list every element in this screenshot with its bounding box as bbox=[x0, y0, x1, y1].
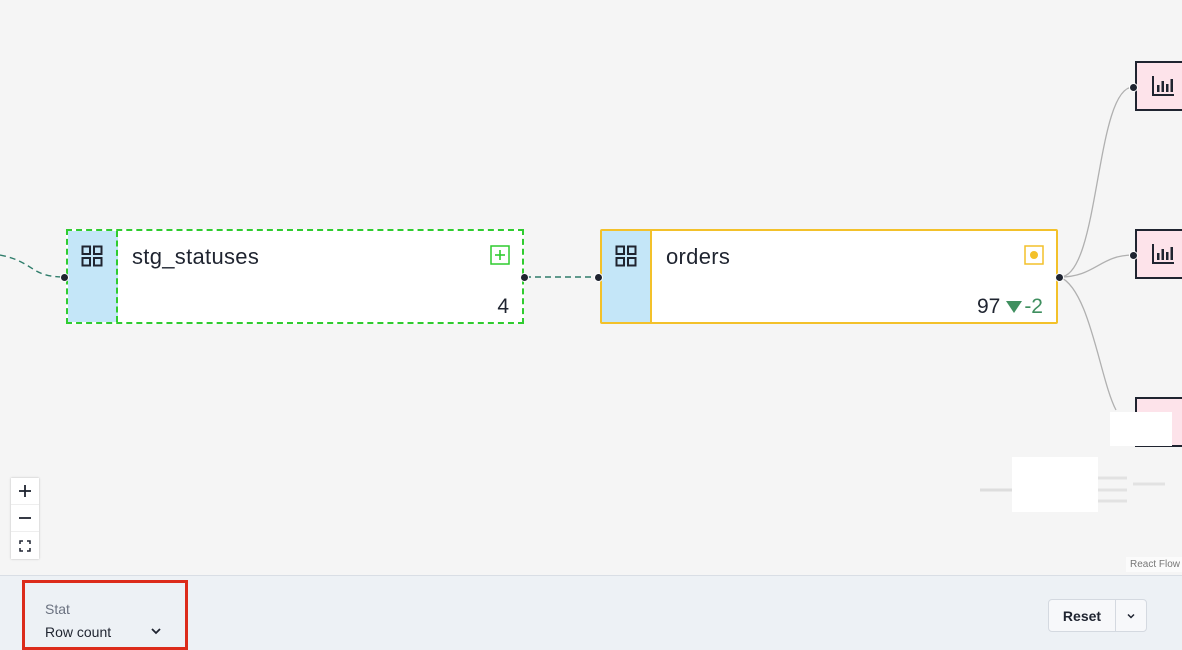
lineage-canvas[interactable]: stg_statuses 4 orders bbox=[0, 0, 1182, 575]
node-title: stg_statuses bbox=[132, 244, 260, 269]
plus-square-icon bbox=[490, 245, 510, 265]
stat-select-value: Row count bbox=[45, 624, 112, 640]
row-count-value: 97 -2 bbox=[976, 295, 1043, 319]
row-count-value: 4 bbox=[497, 295, 509, 318]
model-icon-box bbox=[602, 231, 652, 322]
reset-button[interactable]: Reset bbox=[1049, 600, 1116, 631]
edge-orders-to-report-2 bbox=[1059, 254, 1134, 278]
edge-upstream-to-stg bbox=[0, 254, 65, 278]
triangle-down-icon bbox=[1006, 301, 1023, 313]
zoom-out-button[interactable] bbox=[11, 505, 39, 532]
bottom-toolbar: Stat Row count Reset bbox=[0, 575, 1182, 650]
react-flow-attribution[interactable]: React Flow bbox=[1125, 557, 1182, 572]
fit-view-icon bbox=[19, 539, 31, 552]
reset-button-group: Reset bbox=[1048, 599, 1147, 632]
chevron-down-icon bbox=[1127, 613, 1135, 619]
row-count-delta: -2 bbox=[1006, 295, 1043, 319]
edge-orders-to-report-3 bbox=[1059, 276, 1117, 411]
plus-icon bbox=[19, 485, 31, 497]
fit-view-button[interactable] bbox=[11, 532, 39, 559]
reset-menu-button[interactable] bbox=[1116, 600, 1146, 631]
model-node-orders[interactable]: orders 97 -2 bbox=[600, 229, 1058, 324]
edge-orders-to-report-1 bbox=[1059, 86, 1134, 278]
zoom-in-button[interactable] bbox=[11, 478, 39, 505]
minus-icon bbox=[19, 517, 31, 519]
chevron-down-icon bbox=[151, 628, 161, 635]
node-handle-target[interactable] bbox=[60, 273, 69, 282]
model-icon-box bbox=[68, 231, 118, 322]
zoom-controls bbox=[11, 478, 39, 559]
bar-chart-icon bbox=[1152, 76, 1174, 96]
node-handle-target[interactable] bbox=[1129, 83, 1138, 92]
grid-icon bbox=[615, 245, 637, 267]
dot-square-icon bbox=[1024, 245, 1044, 265]
report-node[interactable] bbox=[1135, 229, 1182, 279]
node-handle-target[interactable] bbox=[1129, 251, 1138, 260]
minimap-strip bbox=[1110, 412, 1172, 446]
node-title: orders bbox=[666, 244, 731, 269]
grid-icon bbox=[81, 245, 103, 267]
minimap[interactable] bbox=[1012, 457, 1098, 512]
stat-select[interactable]: Stat Row count bbox=[22, 580, 188, 650]
model-node-stg-statuses[interactable]: stg_statuses 4 bbox=[66, 229, 524, 324]
node-handle-source[interactable] bbox=[1055, 273, 1064, 282]
bar-chart-icon bbox=[1152, 244, 1174, 264]
stat-select-label: Stat bbox=[45, 601, 70, 617]
node-handle-source[interactable] bbox=[520, 273, 529, 282]
report-node[interactable] bbox=[1135, 61, 1182, 111]
node-handle-target[interactable] bbox=[594, 273, 603, 282]
